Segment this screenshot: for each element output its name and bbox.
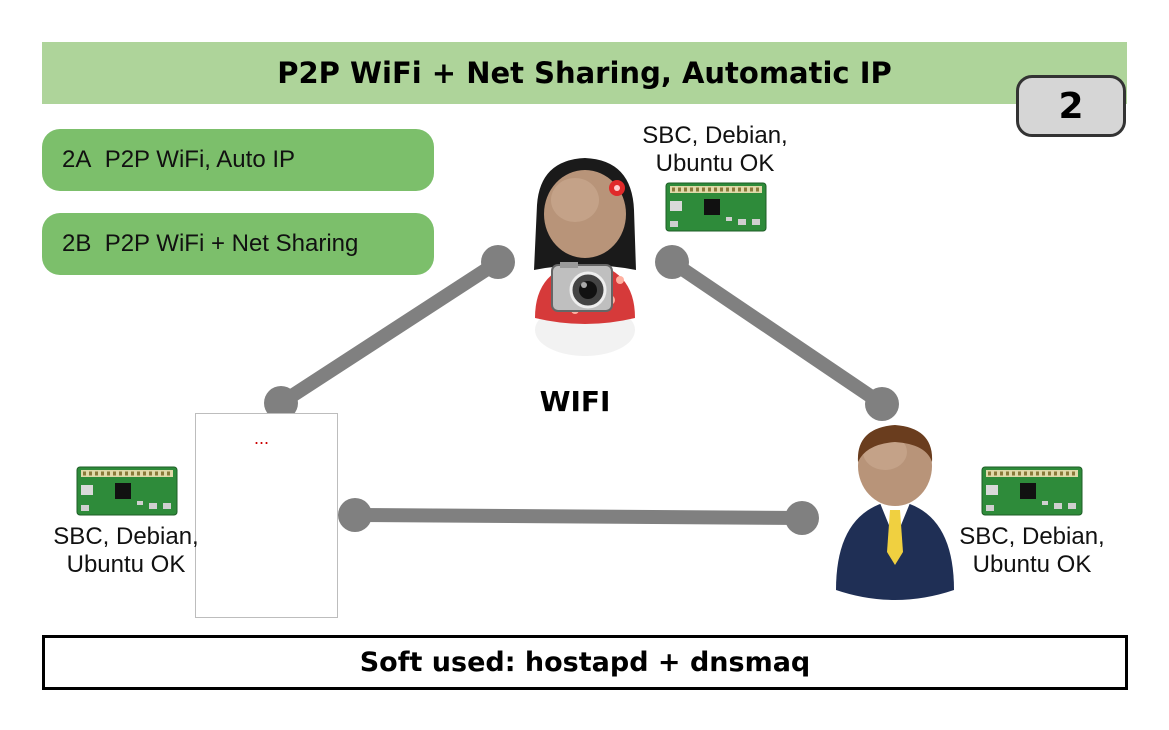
- sbc-label-line: Ubuntu OK: [655, 150, 775, 177]
- link-left-right: [348, 508, 809, 525]
- title-bar: P2P WiFi + Net Sharing, Automatic IP: [42, 42, 1127, 104]
- sbc-board-left: [76, 466, 178, 516]
- sbc-label-line: Ubuntu OK: [972, 551, 1092, 578]
- option-label: P2P WiFi, Auto IP: [104, 146, 296, 173]
- option-code: 2B: [62, 230, 92, 257]
- sbc-board-top: [665, 182, 767, 232]
- wifi-links: [274, 255, 889, 525]
- sbc-label-line: SBC, Debian,: [53, 523, 199, 550]
- sbc-label-left: SBC, Debian, Ubuntu OK: [26, 523, 226, 579]
- businessman-avatar: [836, 425, 954, 600]
- woman-camera-avatar: [534, 158, 636, 356]
- link-endpoints: [264, 245, 899, 535]
- option-code: 2A: [62, 146, 92, 173]
- broken-image-placeholder: ...: [195, 413, 338, 618]
- slide-number-badge: 2: [1016, 75, 1126, 137]
- page-title: P2P WiFi + Net Sharing, Automatic IP: [277, 56, 892, 90]
- sbc-label-line: SBC, Debian,: [959, 523, 1105, 550]
- link-left-top: [274, 255, 505, 410]
- option-label: P2P WiFi + Net Sharing: [104, 230, 359, 257]
- link-top-right: [665, 255, 889, 411]
- broken-image-text: ...: [254, 428, 270, 448]
- sbc-label-top: SBC, Debian, Ubuntu OK: [615, 122, 815, 178]
- sbc-board-right: [981, 466, 1083, 516]
- sbc-label-line: SBC, Debian,: [642, 122, 788, 149]
- sbc-label-line: Ubuntu OK: [66, 551, 186, 578]
- option-2b: 2B P2P WiFi + Net Sharing: [42, 213, 434, 275]
- software-footer: Soft used: hostapd + dnsmaq: [42, 635, 1128, 690]
- wifi-label: WIFI: [539, 385, 611, 418]
- sbc-label-right: SBC, Debian, Ubuntu OK: [932, 523, 1132, 579]
- option-2a: 2A P2P WiFi, Auto IP: [42, 129, 434, 191]
